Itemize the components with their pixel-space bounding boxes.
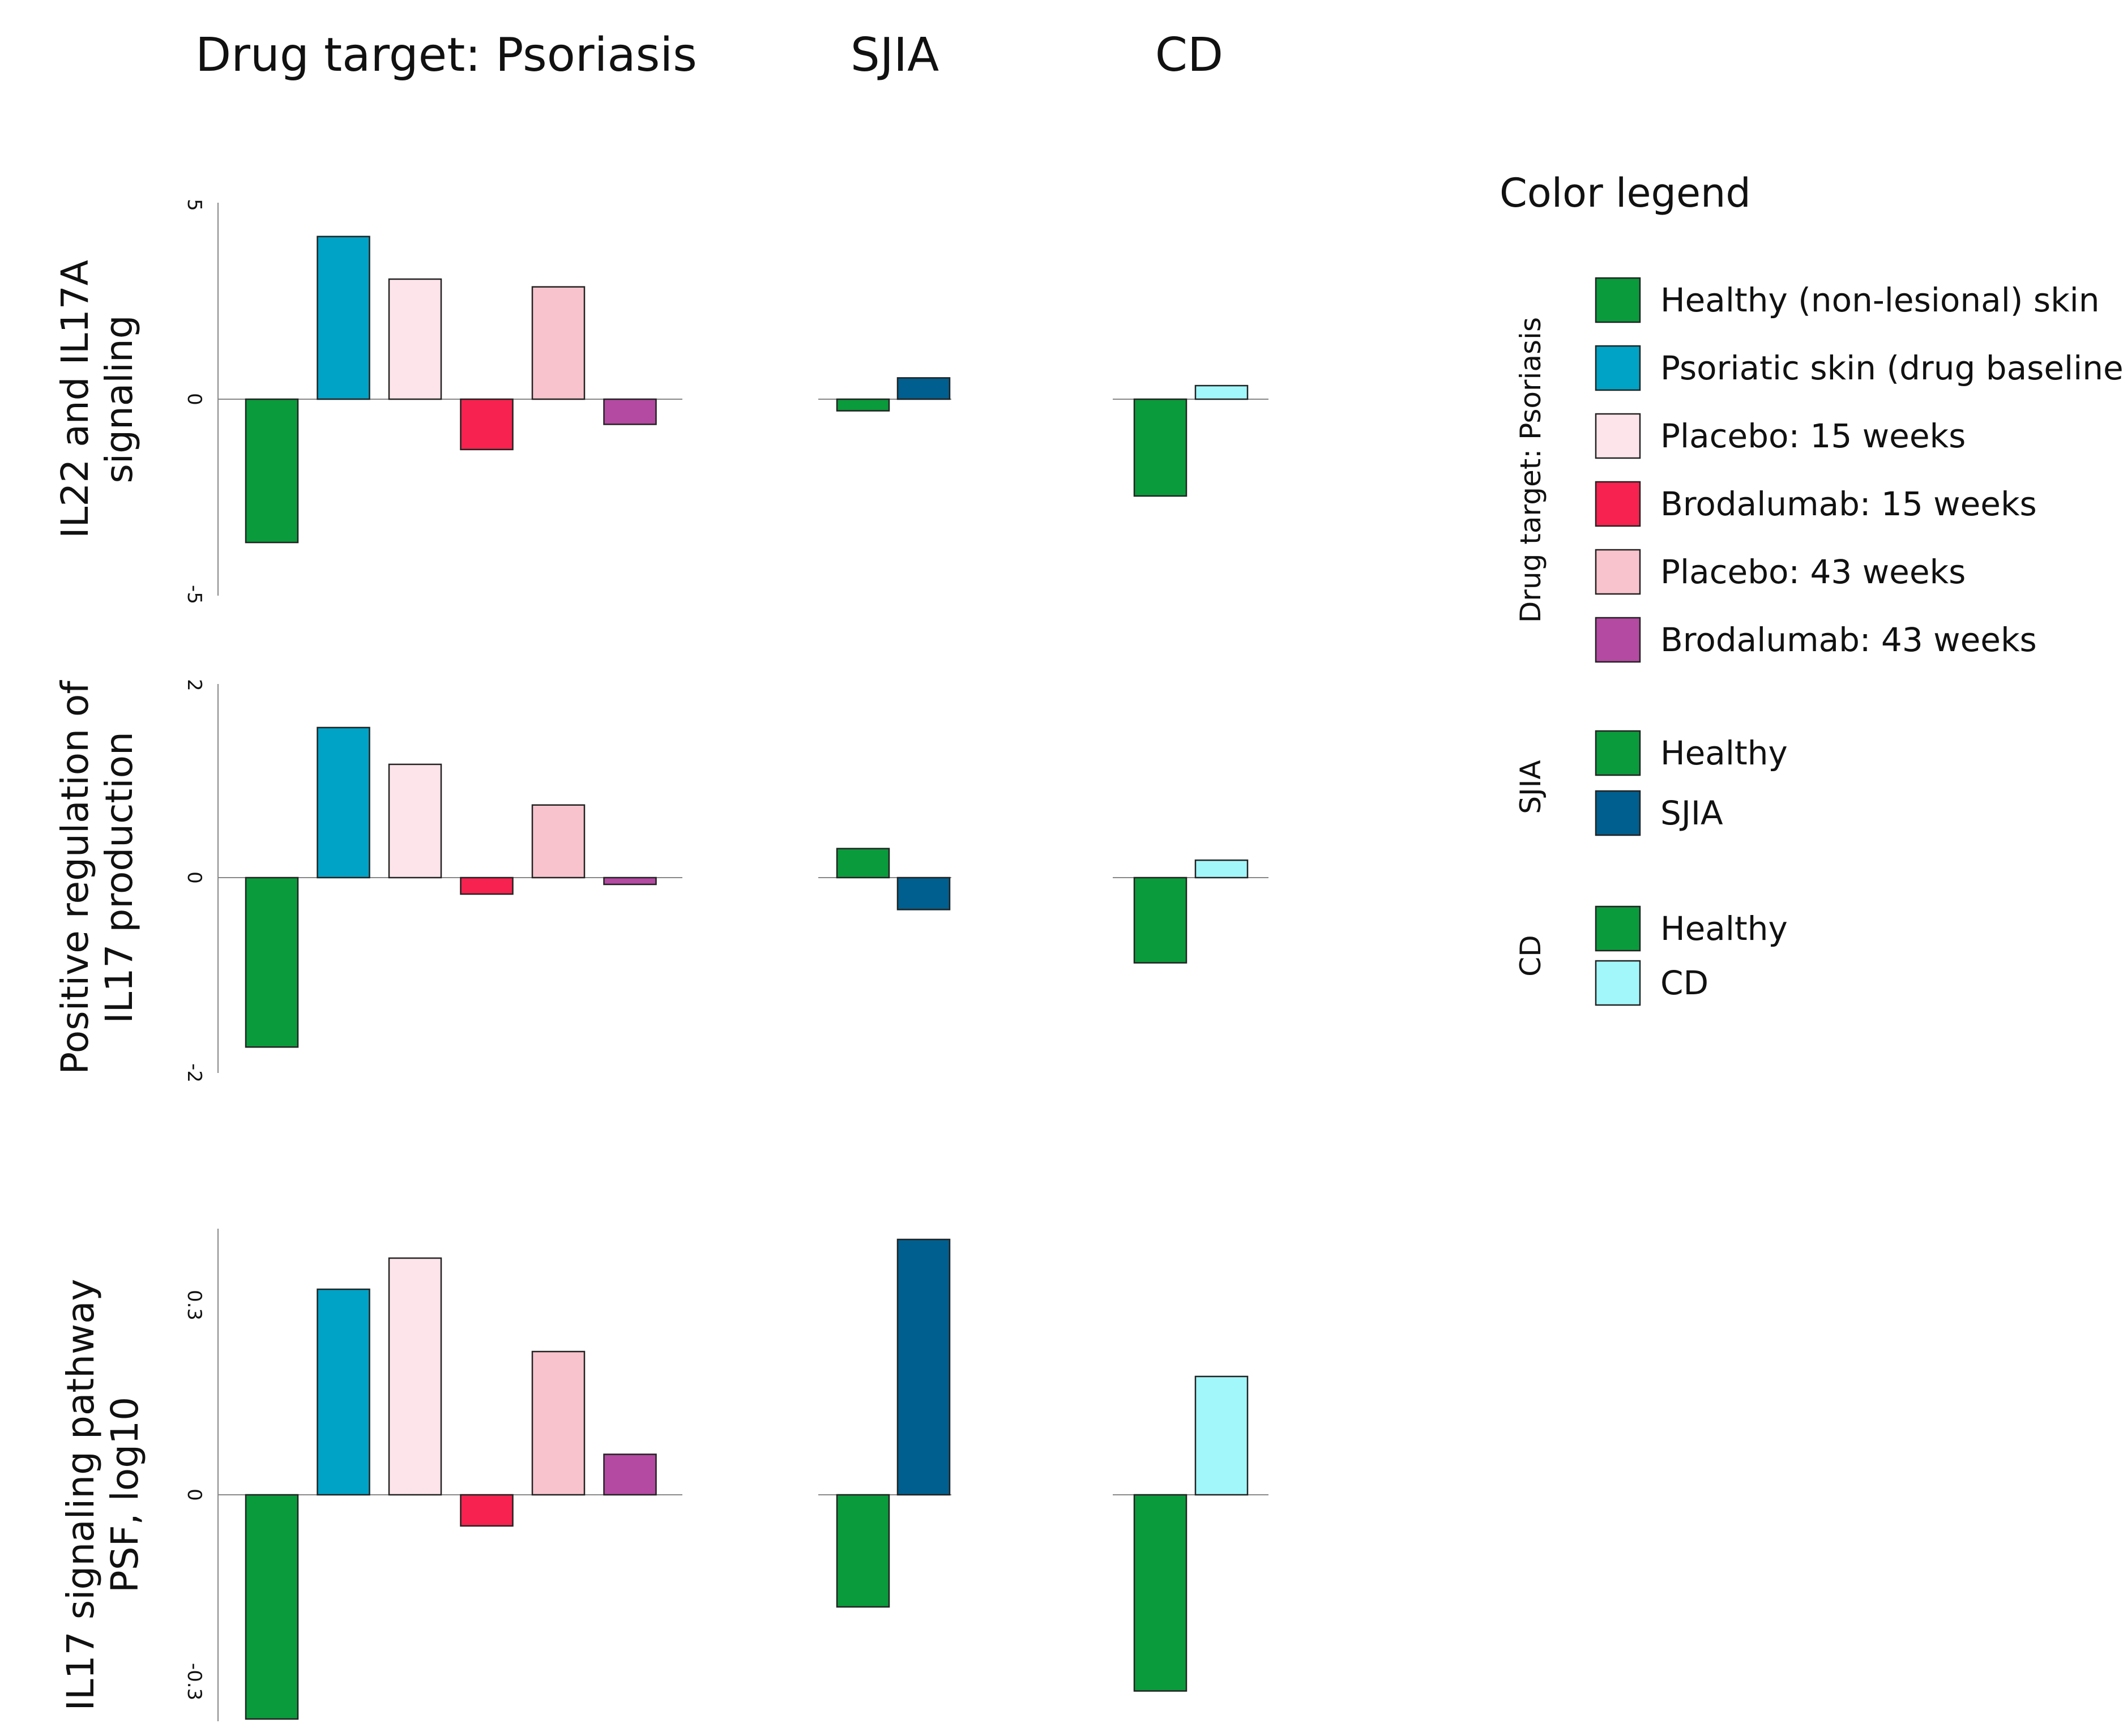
bar-healthy <box>245 398 299 544</box>
bar-placebo43 <box>531 1350 586 1496</box>
y-tick-label: 0.3 <box>183 1290 206 1320</box>
legend-swatch <box>1595 617 1641 663</box>
bar-psoriatic <box>317 726 370 879</box>
column-title-sjia: SJIA <box>851 28 939 82</box>
bar-brodalumab43 <box>603 876 657 886</box>
chart-panels: 5 0 -5 IL22 and IL17Asignaling 2 0 -2 Positive … <box>53 199 1268 1721</box>
y-tick-label: 0 <box>183 871 206 884</box>
legend-item-label: Healthy <box>1660 734 1788 772</box>
panel-2: 2 0 -2 Positive regulation ofIL17 productio… <box>53 679 1268 1083</box>
bar-placebo15 <box>388 278 442 400</box>
bar-psoriatic <box>317 236 370 400</box>
bar-placebo43 <box>531 804 586 879</box>
column-title-cd: CD <box>1155 28 1223 82</box>
y-tick-label: 0 <box>183 1489 206 1501</box>
bar-sjia <box>896 1238 951 1496</box>
bar-brodalumab15 <box>460 398 514 451</box>
bar-healthy <box>245 1494 299 1720</box>
column-title-psoriasis: Drug target: Psoriasis <box>195 28 697 82</box>
bar-placebo15 <box>388 763 442 879</box>
panel-1: 5 0 -5 IL22 and IL17Asignaling <box>53 199 1268 604</box>
bar-placebo43 <box>531 286 586 400</box>
legend-swatch <box>1595 277 1641 323</box>
bar-healthy <box>1133 398 1187 497</box>
y-tick-label: 5 <box>183 199 206 211</box>
legend-group-label: SJIA <box>1514 760 1547 814</box>
bar-healthy <box>836 398 890 412</box>
legend-swatch <box>1595 730 1641 776</box>
color-legend: Color legend Drug target: PsoriasisHealt… <box>1500 170 2123 1006</box>
legend-item-label: CD <box>1660 964 1708 1002</box>
bar-cd <box>1194 1375 1249 1496</box>
legend-group-label: Drug target: Psoriasis <box>1514 317 1547 623</box>
bar-brodalumab43 <box>603 1453 657 1496</box>
panel-3: 0.3 0 -0.3 IL17 signaling pathwayPSF, log10 <box>59 1229 1268 1721</box>
legend-swatch <box>1595 345 1641 391</box>
legend-title: Color legend <box>1500 170 1751 216</box>
legend-swatch <box>1595 905 1641 952</box>
legend-swatch <box>1595 790 1641 836</box>
legend-item-label: Placebo: 15 weeks <box>1660 417 1966 455</box>
legend-item-label: Psoriatic skin (drug baseline) <box>1660 349 2123 387</box>
bar-psoriatic <box>317 1288 370 1496</box>
bar-brodalumab43 <box>603 398 657 425</box>
y-tick-label: -0.3 <box>183 1663 206 1700</box>
bar-brodalumab15 <box>460 1494 514 1527</box>
bar-healthy <box>836 1494 890 1608</box>
legend-swatch <box>1595 413 1641 459</box>
bar-sjia <box>896 377 951 400</box>
y-tick-label: 2 <box>183 679 206 691</box>
legend-swatch <box>1595 549 1641 595</box>
bar-healthy <box>245 876 299 1048</box>
legend-group-label: CD <box>1514 935 1547 976</box>
y-tick-label: -2 <box>183 1063 206 1083</box>
y-tick-label: -5 <box>183 585 206 604</box>
bar-healthy <box>836 848 890 879</box>
legend-item-label: Brodalumab: 43 weeks <box>1660 621 2037 659</box>
bar-healthy <box>1133 1494 1187 1692</box>
bar-placebo15 <box>388 1257 442 1496</box>
legend-group-0: Drug target: Psoriasis Healthy (non-lesio… <box>1514 277 2123 663</box>
y-tick-label: 0 <box>183 393 206 405</box>
legend-item-label: Brodalumab: 15 weeks <box>1660 485 2037 523</box>
legend-item-label: Healthy <box>1660 909 1788 948</box>
bar-cd <box>1194 859 1249 879</box>
bar-cd <box>1194 384 1249 400</box>
bar-healthy <box>1133 876 1187 964</box>
y-axis-label: Positive regulation ofIL17 production <box>53 680 141 1075</box>
bar-brodalumab15 <box>460 876 514 895</box>
legend-item-label: Placebo: 43 weeks <box>1660 553 1966 591</box>
y-axis-label: IL17 signaling pathwayPSF, log10 <box>59 1279 147 1711</box>
legend-item-label: Healthy (non-lesional) skin <box>1660 281 2100 319</box>
y-axis-label: IL22 and IL17Asignaling <box>53 260 141 538</box>
bar-sjia <box>896 876 951 910</box>
legend-item-label: SJIA <box>1660 794 1723 832</box>
legend-swatch <box>1595 481 1641 527</box>
legend-swatch <box>1595 960 1641 1006</box>
